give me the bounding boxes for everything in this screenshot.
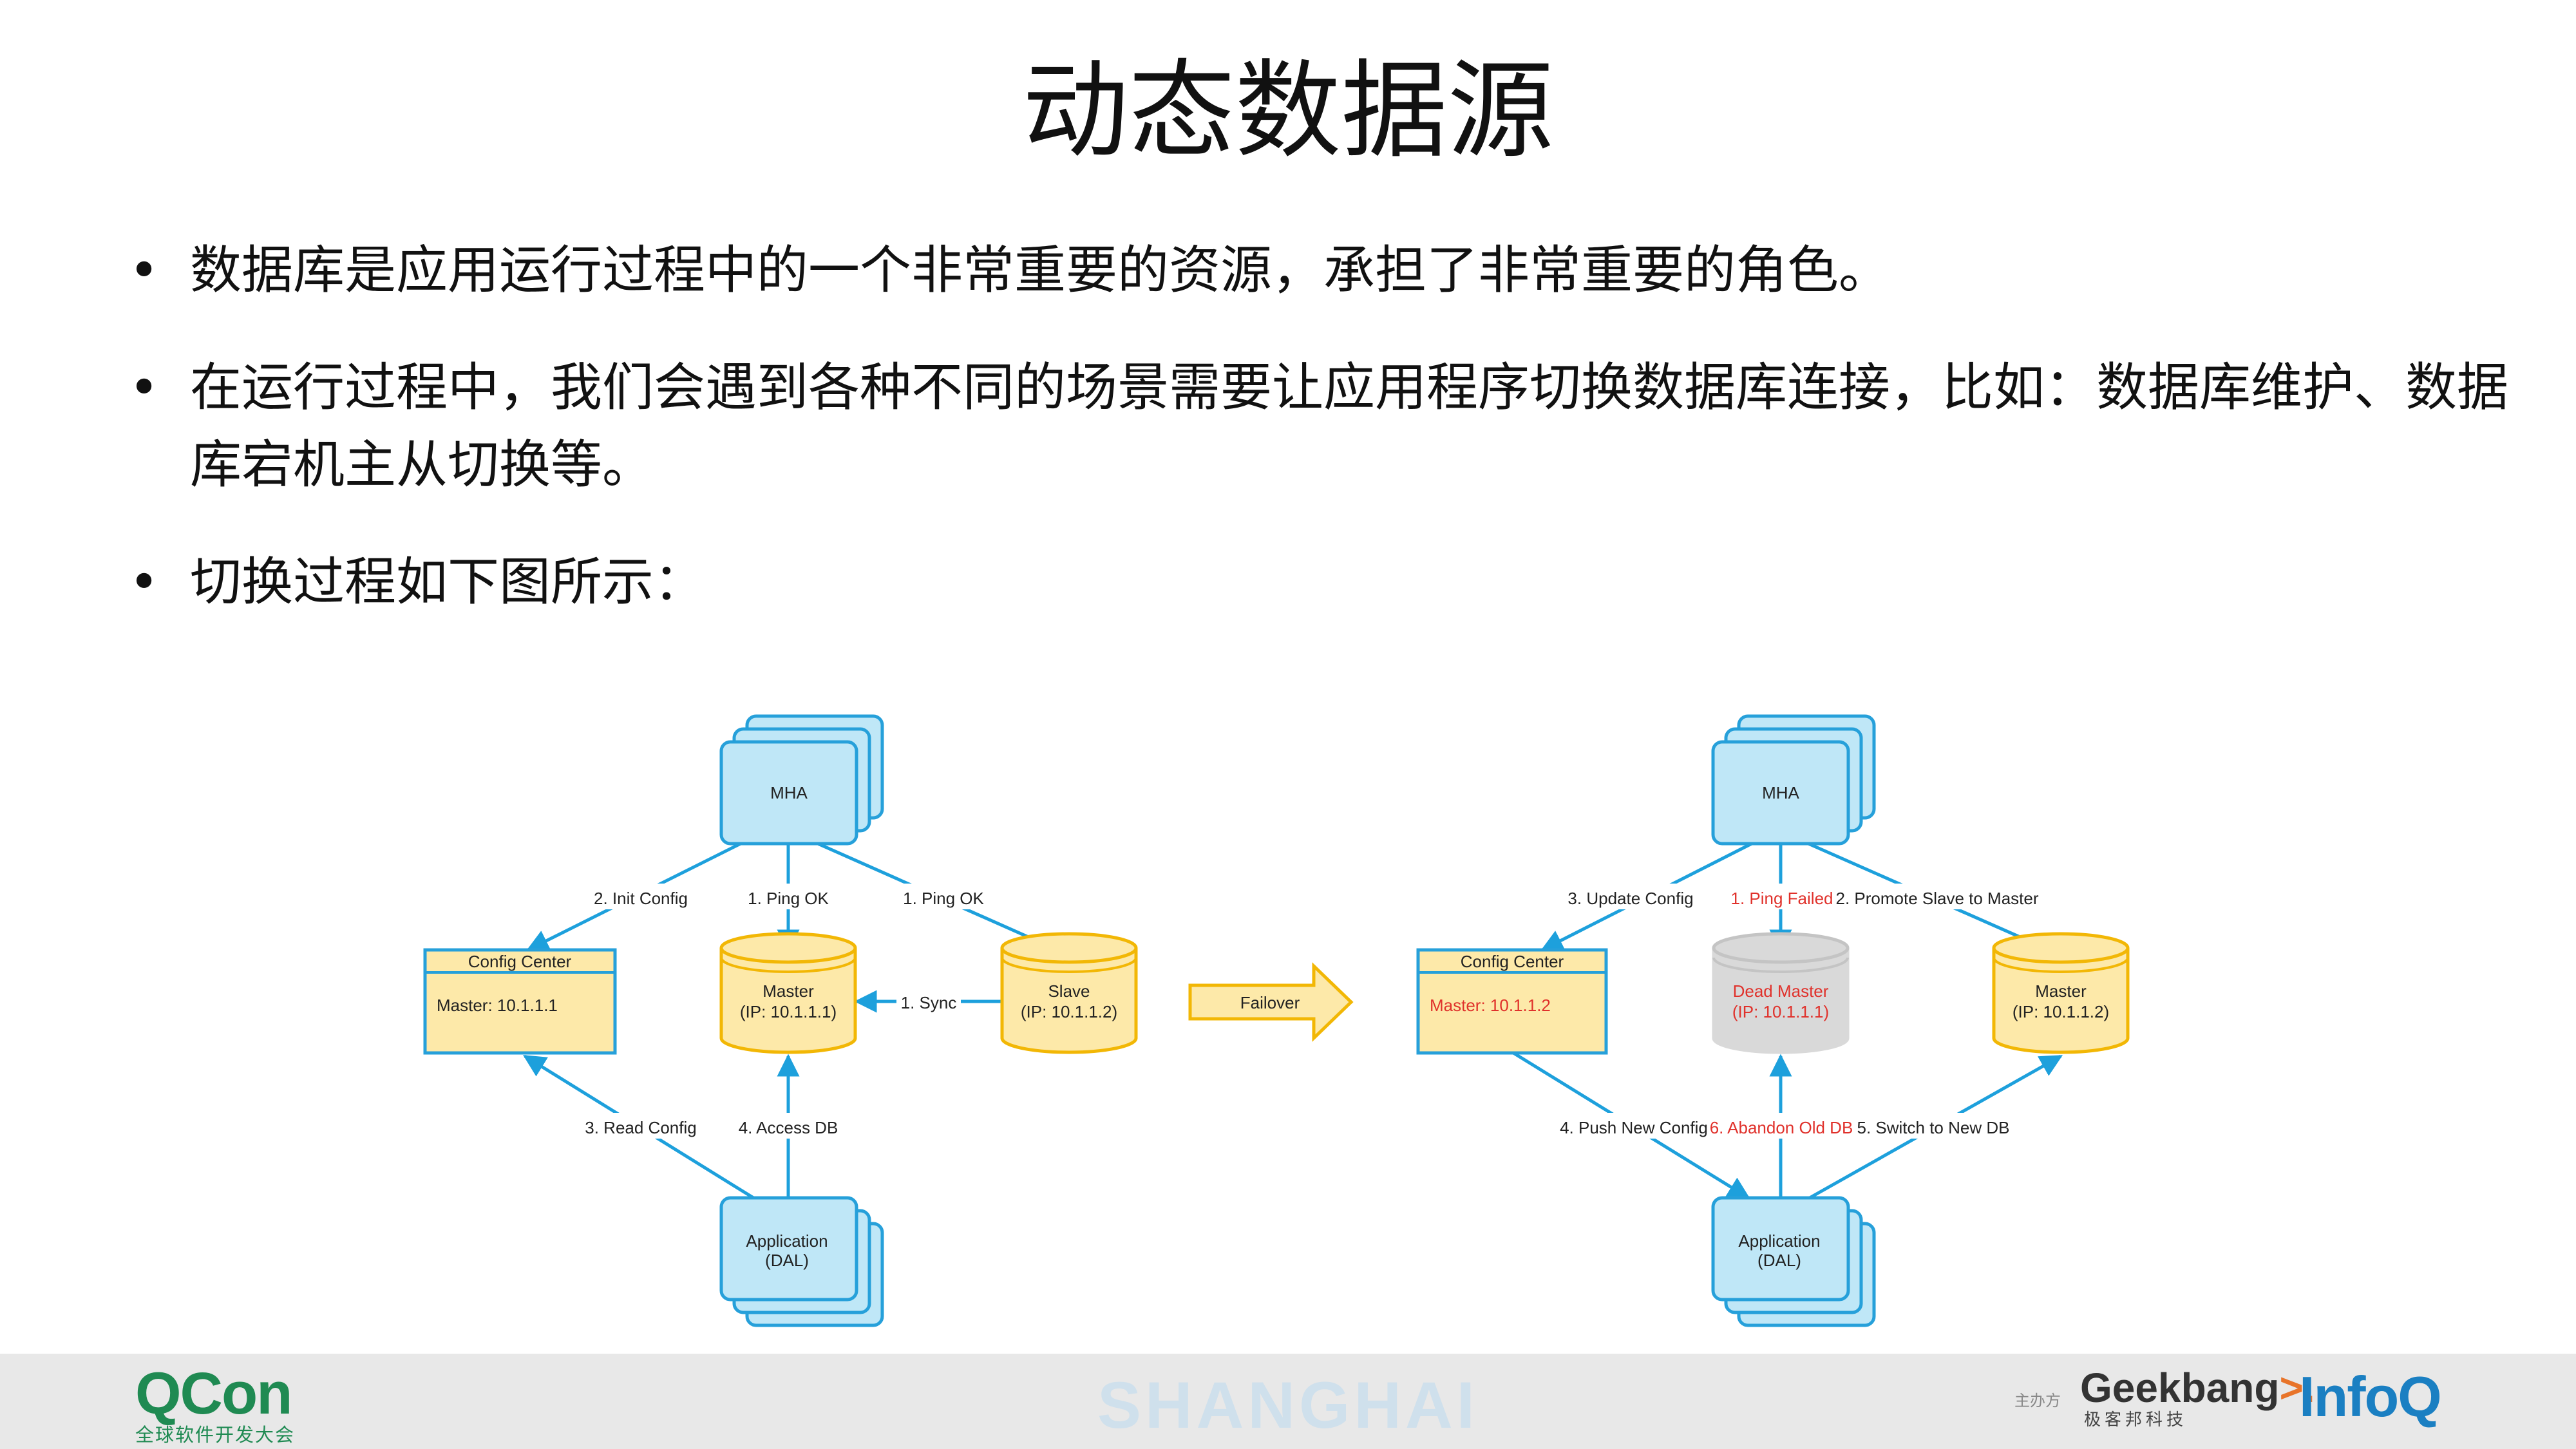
failover-label: Failover [1240, 993, 1300, 1012]
dead-master-db [1712, 932, 1850, 964]
config-center-value: Master: 10.1.1.1 [437, 996, 558, 1015]
mha-label: MHA [1762, 783, 1799, 802]
master-ip: (IP: 10.1.1.1) [740, 1002, 837, 1021]
edge-label-error: 1. Ping Failed [1731, 889, 1833, 908]
edge-label: 1. Ping OK [903, 889, 984, 908]
qcon-logo-text: QCon [135, 1361, 292, 1426]
master-label: Master [762, 981, 814, 1001]
application-node [719, 1196, 858, 1302]
edge-label-error: 6. Abandon Old DB [1710, 1118, 1853, 1137]
bullet-dot: • [129, 357, 160, 417]
new-master-ip: (IP: 10.1.1.2) [2012, 1002, 2109, 1021]
footer-bar [0, 1354, 2576, 1449]
config-center-title: Config Center [468, 952, 572, 971]
right-diagram: 3. Update Config 1. Ping Failed 2. Promo… [1416, 714, 2130, 1327]
geekbang-name: Geekbang [2080, 1365, 2280, 1411]
edge-label: 5. Switch to New DB [1857, 1118, 2010, 1137]
application-sublabel: (DAL) [1757, 1251, 1801, 1270]
application-node [1711, 1196, 1850, 1302]
slave-db [1000, 932, 1138, 964]
new-master-db [1992, 932, 2130, 964]
bullet-dot: • [129, 552, 160, 612]
geekbang-logo-text: Geekbang>. [2080, 1365, 2315, 1410]
bullet-text: 切换过程如下图所示： [190, 552, 705, 612]
config-center-value: Master: 10.1.1.2 [1430, 996, 1551, 1015]
failover-arrow: Failover [1188, 962, 1354, 1042]
bullet-item: • 在运行过程中，我们会遇到各种不同的场景需要让应用程序切换数据库连接，比如：数… [129, 349, 2512, 504]
application-label: Application [746, 1231, 828, 1251]
application-sublabel: (DAL) [765, 1251, 809, 1270]
city-watermark: SHANGHAI [1097, 1368, 1479, 1442]
edge-label: 1. Ping OK [748, 889, 829, 908]
geekbang-mark: >. [2279, 1365, 2315, 1411]
edge-label: 4. Push New Config [1560, 1118, 1708, 1137]
slave-label: Slave [1048, 981, 1090, 1001]
application-label: Application [1738, 1231, 1820, 1251]
mha-node [1711, 740, 1850, 846]
edge-label: 2. Promote Slave to Master [1835, 889, 2038, 908]
config-center-title: Config Center [1461, 952, 1564, 971]
bullet-item: • 切换过程如下图所示： [129, 544, 2512, 621]
bullet-dot: • [129, 240, 160, 300]
config-center [1416, 948, 1608, 1055]
edge-label: 3. Read Config [585, 1118, 696, 1137]
bullet-item: • 数据库是应用运行过程中的一个非常重要的资源，承担了非常重要的角色。 [129, 232, 2512, 309]
bullet-list: • 数据库是应用运行过程中的一个非常重要的资源，承担了非常重要的角色。 • 在运… [129, 232, 2512, 661]
config-center [423, 948, 617, 1055]
bullet-text: 在运行过程中，我们会遇到各种不同的场景需要让应用程序切换数据库连接，比如：数据库… [190, 357, 2508, 495]
master-db [719, 932, 857, 964]
bullet-text: 数据库是应用运行过程中的一个非常重要的资源，承担了非常重要的角色。 [190, 240, 1890, 300]
new-master-label: Master [2035, 981, 2087, 1001]
infoq-logo: InfoQ [2299, 1365, 2442, 1428]
qcon-logo-subtitle: 全球软件开发大会 [135, 1424, 296, 1446]
edge-label: 3. Update Config [1567, 889, 1693, 908]
geekbang-logo: Geekbang>. 极客邦科技 [2080, 1365, 2315, 1430]
geekbang-logo-subtitle: 极客邦科技 [2084, 1410, 2188, 1430]
slave-ip: (IP: 10.1.1.2) [1021, 1002, 1117, 1021]
edge-label: 1. Sync [901, 993, 957, 1012]
edge-label: 4. Access DB [739, 1118, 838, 1137]
left-diagram: 2. Init Config 1. Ping OK 1. Ping OK 1. … [423, 714, 1138, 1327]
qcon-logo: QCon 全球软件开发大会 [135, 1364, 295, 1446]
mha-node [719, 740, 858, 846]
dead-master-ip: (IP: 10.1.1.1) [1732, 1002, 1829, 1021]
mha-label: MHA [770, 783, 808, 802]
edge-label: 2. Init Config [594, 889, 688, 908]
slide-title: 动态数据源 [1022, 49, 1554, 173]
organizer-label: 主办方 [2014, 1392, 2061, 1410]
dead-master-label: Dead Master [1733, 981, 1829, 1001]
